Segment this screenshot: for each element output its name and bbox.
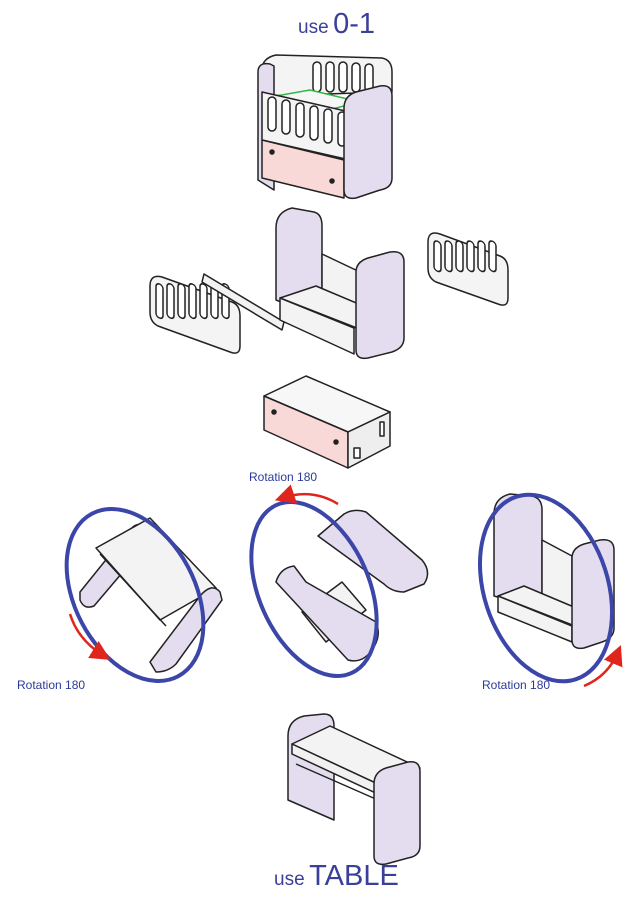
bottom-use-label: use TABLE — [274, 860, 399, 893]
rotation-ring-left — [64, 507, 206, 683]
rotation-ring-right — [477, 492, 615, 684]
right-slat-rail — [427, 232, 509, 306]
top-use-value: 0-1 — [333, 8, 376, 40]
rotation-label-left: Rotation 180 — [17, 678, 86, 692]
top-use-prefix: use — [298, 17, 329, 38]
loose-board — [201, 273, 285, 331]
rotation-label-middle: Rotation 180 — [249, 470, 318, 484]
bottom-use-value: TABLE — [309, 860, 399, 892]
rotation-ring-middle — [249, 500, 379, 678]
bottom-use-prefix: use — [274, 869, 305, 890]
top-use-label: use 0-1 — [298, 8, 375, 41]
drawer — [263, 375, 391, 469]
rotation-arrow-middle — [274, 484, 339, 506]
table-configuration — [287, 713, 421, 866]
rotation-label-right: Rotation 180 — [482, 678, 551, 692]
rotation-arrow-right — [583, 645, 623, 688]
left-slat-rail — [149, 275, 241, 354]
assembled-crib — [257, 54, 393, 200]
crib-frame — [275, 207, 405, 360]
rotation-arrow-left — [68, 613, 111, 660]
rotated-frame-right — [493, 493, 615, 650]
rotated-frame-middle — [275, 509, 429, 662]
